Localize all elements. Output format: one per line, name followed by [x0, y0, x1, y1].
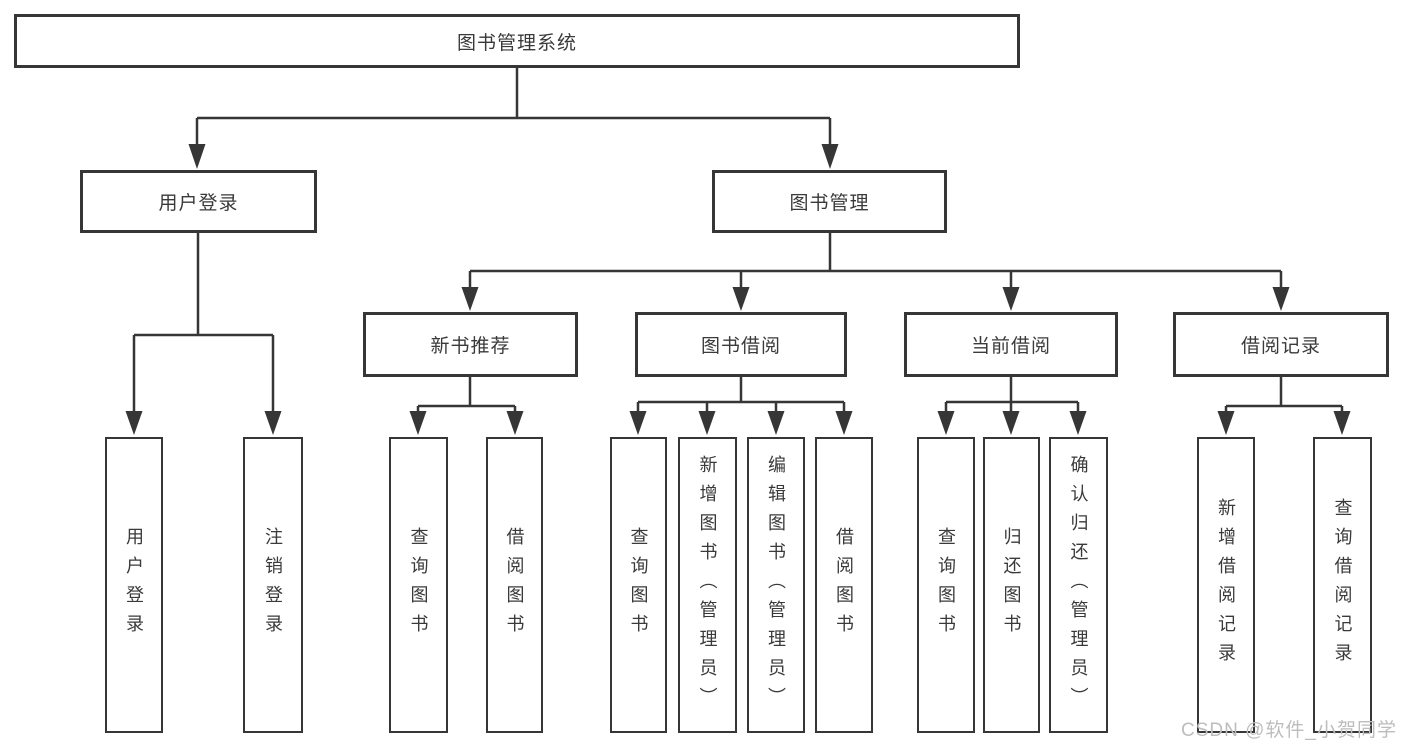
node-label: 新书推荐: [430, 336, 511, 357]
node-label: 新增图书（管理员）: [697, 454, 718, 716]
node-label: 借阅图书: [834, 527, 854, 643]
node-label: 查询图书: [936, 527, 956, 643]
leaf-query-books-borrow: 查询图书: [610, 437, 667, 733]
arrow-down-icon: [461, 287, 479, 311]
arrow-down-icon: [821, 144, 839, 169]
node-book-management: 图书管理: [712, 170, 947, 233]
arrow-down-icon: [188, 144, 206, 169]
leaf-user-login: 用户登录: [105, 437, 163, 733]
leaf-query-books-current: 查询图书: [917, 437, 975, 733]
arrow-down-icon: [1333, 411, 1351, 435]
leaf-query-borrow-record: 查询借阅记录: [1313, 437, 1372, 733]
arrowheads-current-borrow: [937, 411, 1087, 435]
node-label: 图书借阅: [700, 336, 781, 357]
node-new-book-recommend: 新书推荐: [363, 312, 578, 377]
node-book-borrow: 图书借阅: [635, 312, 847, 377]
arrowheads-level2: [188, 144, 839, 169]
node-label: 图书管理: [789, 193, 870, 214]
csdn-watermark: CSDN @软件_小贺同学: [1181, 720, 1397, 741]
leaf-return-books: 归还图书: [983, 437, 1040, 733]
connector-borrow-records-to-leaves: [1224, 377, 1344, 412]
arrow-down-icon: [1217, 411, 1235, 435]
arrow-down-icon: [125, 411, 143, 435]
arrow-down-icon: [1272, 287, 1290, 311]
arrow-down-icon: [1069, 411, 1087, 435]
arrow-down-icon: [767, 411, 785, 435]
arrowheads-new-books: [409, 411, 524, 435]
arrow-down-icon: [506, 411, 524, 435]
node-label: 借阅图书: [504, 527, 525, 643]
node-label: 用户登录: [124, 527, 144, 643]
node-root-system: 图书管理系统: [14, 14, 1020, 68]
node-label: 查询借阅记录: [1332, 498, 1353, 672]
arrowheads-user-login: [125, 411, 282, 435]
leaf-add-borrow-record: 新增借阅记录: [1197, 437, 1255, 733]
leaf-query-books-recommend: 查询图书: [389, 437, 448, 733]
node-label: 编辑图书（管理员）: [766, 454, 786, 716]
arrow-down-icon: [1002, 411, 1020, 435]
leaf-logout: 注销登录: [243, 437, 303, 733]
arrow-down-icon: [835, 411, 853, 435]
connector-new-books-to-leaves: [416, 377, 517, 412]
connector-book-borrow-to-leaves: [636, 377, 846, 412]
node-label: 注销登录: [263, 527, 283, 643]
node-label: 查询图书: [628, 527, 649, 643]
connector-current-borrow-to-leaves: [944, 377, 1080, 412]
leaf-add-books-admin: 新增图书（管理员）: [678, 437, 737, 733]
arrow-down-icon: [937, 411, 955, 435]
node-label: 确认归还（管理员）: [1068, 454, 1089, 716]
node-label: 用户登录: [158, 193, 239, 214]
node-borrow-records: 借阅记录: [1173, 312, 1389, 377]
arrowheads-borrow-records: [1217, 411, 1351, 435]
connector-user-login-to-leaves: [132, 232, 275, 412]
arrow-down-icon: [698, 411, 716, 435]
arrowheads-level3: [461, 287, 1290, 311]
connector-book-mgmt-to-level3: [468, 233, 1283, 288]
node-label: 借阅记录: [1240, 336, 1321, 357]
leaf-confirm-return-admin: 确认归还（管理员）: [1049, 437, 1108, 733]
leaf-edit-books-admin: 编辑图书（管理员）: [747, 437, 805, 733]
leaf-borrow-books: 借阅图书: [815, 437, 873, 733]
node-label: 图书管理系统: [456, 32, 577, 54]
node-label: 归还图书: [1001, 527, 1022, 643]
arrow-down-icon: [1002, 287, 1020, 311]
arrow-down-icon: [732, 287, 750, 311]
node-label: 查询图书: [408, 527, 429, 643]
leaf-borrow-books-recommend: 借阅图书: [486, 437, 543, 733]
node-current-borrow: 当前借阅: [904, 312, 1118, 377]
arrow-down-icon: [629, 411, 647, 435]
arrow-down-icon: [409, 411, 427, 435]
arrowheads-book-borrow: [629, 411, 853, 435]
arrow-down-icon: [264, 411, 282, 435]
node-label: 新增借阅记录: [1216, 498, 1236, 672]
connector-root-to-level2: [195, 68, 832, 146]
node-label: 当前借阅: [970, 336, 1051, 357]
node-user-login: 用户登录: [80, 170, 317, 233]
